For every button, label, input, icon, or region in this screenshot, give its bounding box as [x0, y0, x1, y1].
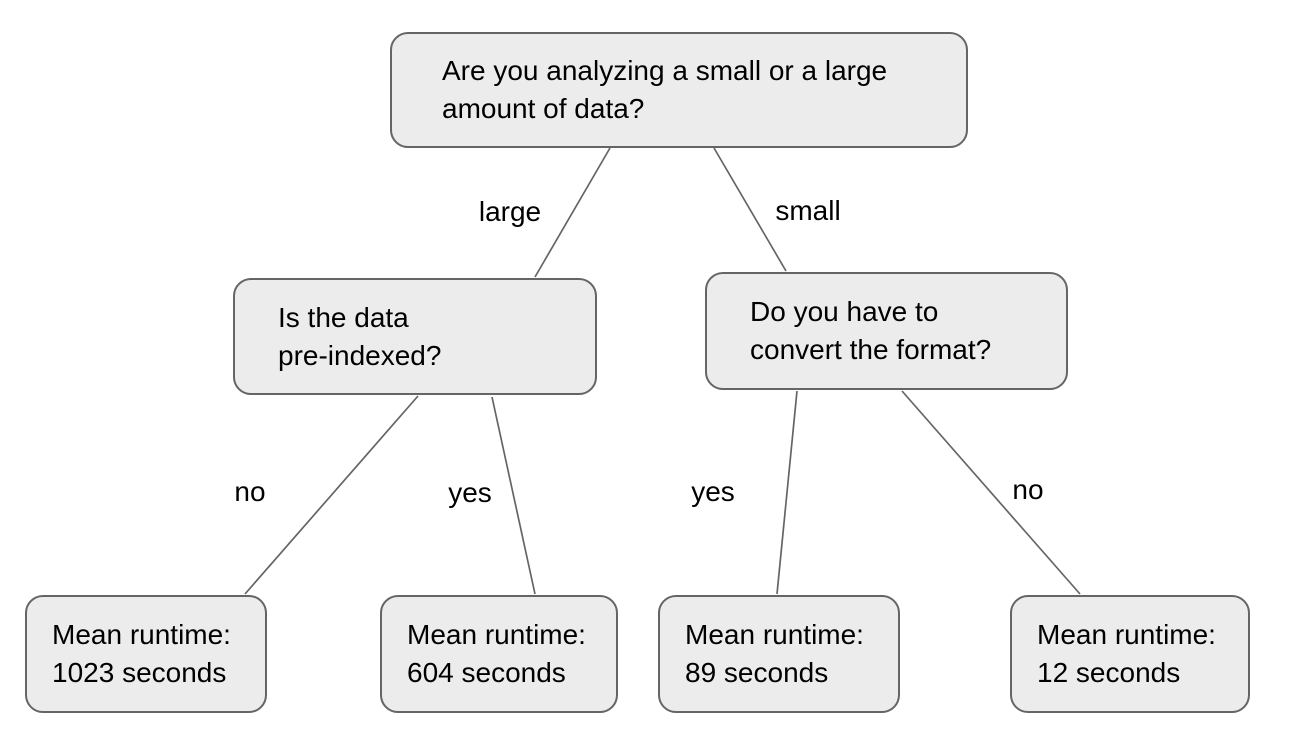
edge-label-yes-left: yes: [448, 477, 492, 508]
node-leaf-runtime-89: Mean runtime: 89 seconds: [658, 595, 900, 713]
leaf-runtime-12-label: Mean runtime: 12 seconds: [1037, 619, 1216, 688]
leaf-runtime-1023-label: Mean runtime: 1023 seconds: [52, 619, 231, 688]
edge-label-no-right: no: [1012, 474, 1044, 505]
edge-convert-no: [901, 390, 1081, 595]
root-question-label: Are you analyzing a small or a large amo…: [442, 55, 888, 124]
leaf-runtime-89-label: Mean runtime: 89 seconds: [685, 619, 864, 688]
edge-label-yes-right: yes: [691, 476, 735, 507]
node-root-question: Are you analyzing a small or a large amo…: [390, 32, 968, 148]
edge-root-to-large: [534, 147, 611, 278]
node-convert-format-question: Do you have to convert the format?: [705, 272, 1068, 390]
edge-preindexed-yes: [491, 396, 536, 595]
node-leaf-runtime-12: Mean runtime: 12 seconds: [1010, 595, 1250, 713]
edge-label-small: small: [775, 195, 841, 226]
node-leaf-runtime-604: Mean runtime: 604 seconds: [380, 595, 618, 713]
node-leaf-runtime-1023: Mean runtime: 1023 seconds: [25, 595, 267, 713]
preindexed-question-label: Is the data pre-indexed?: [278, 301, 442, 371]
convert-format-question-label: Do you have to convert the format?: [750, 296, 992, 365]
edge-label-no-left: no: [234, 476, 266, 507]
edge-label-large: large: [478, 196, 542, 227]
edge-preindexed-no: [244, 395, 419, 595]
leaf-runtime-604-label: Mean runtime: 604 seconds: [407, 619, 586, 688]
edge-convert-yes: [776, 390, 798, 595]
node-preindexed-question: Is the data pre-indexed?: [233, 278, 597, 395]
